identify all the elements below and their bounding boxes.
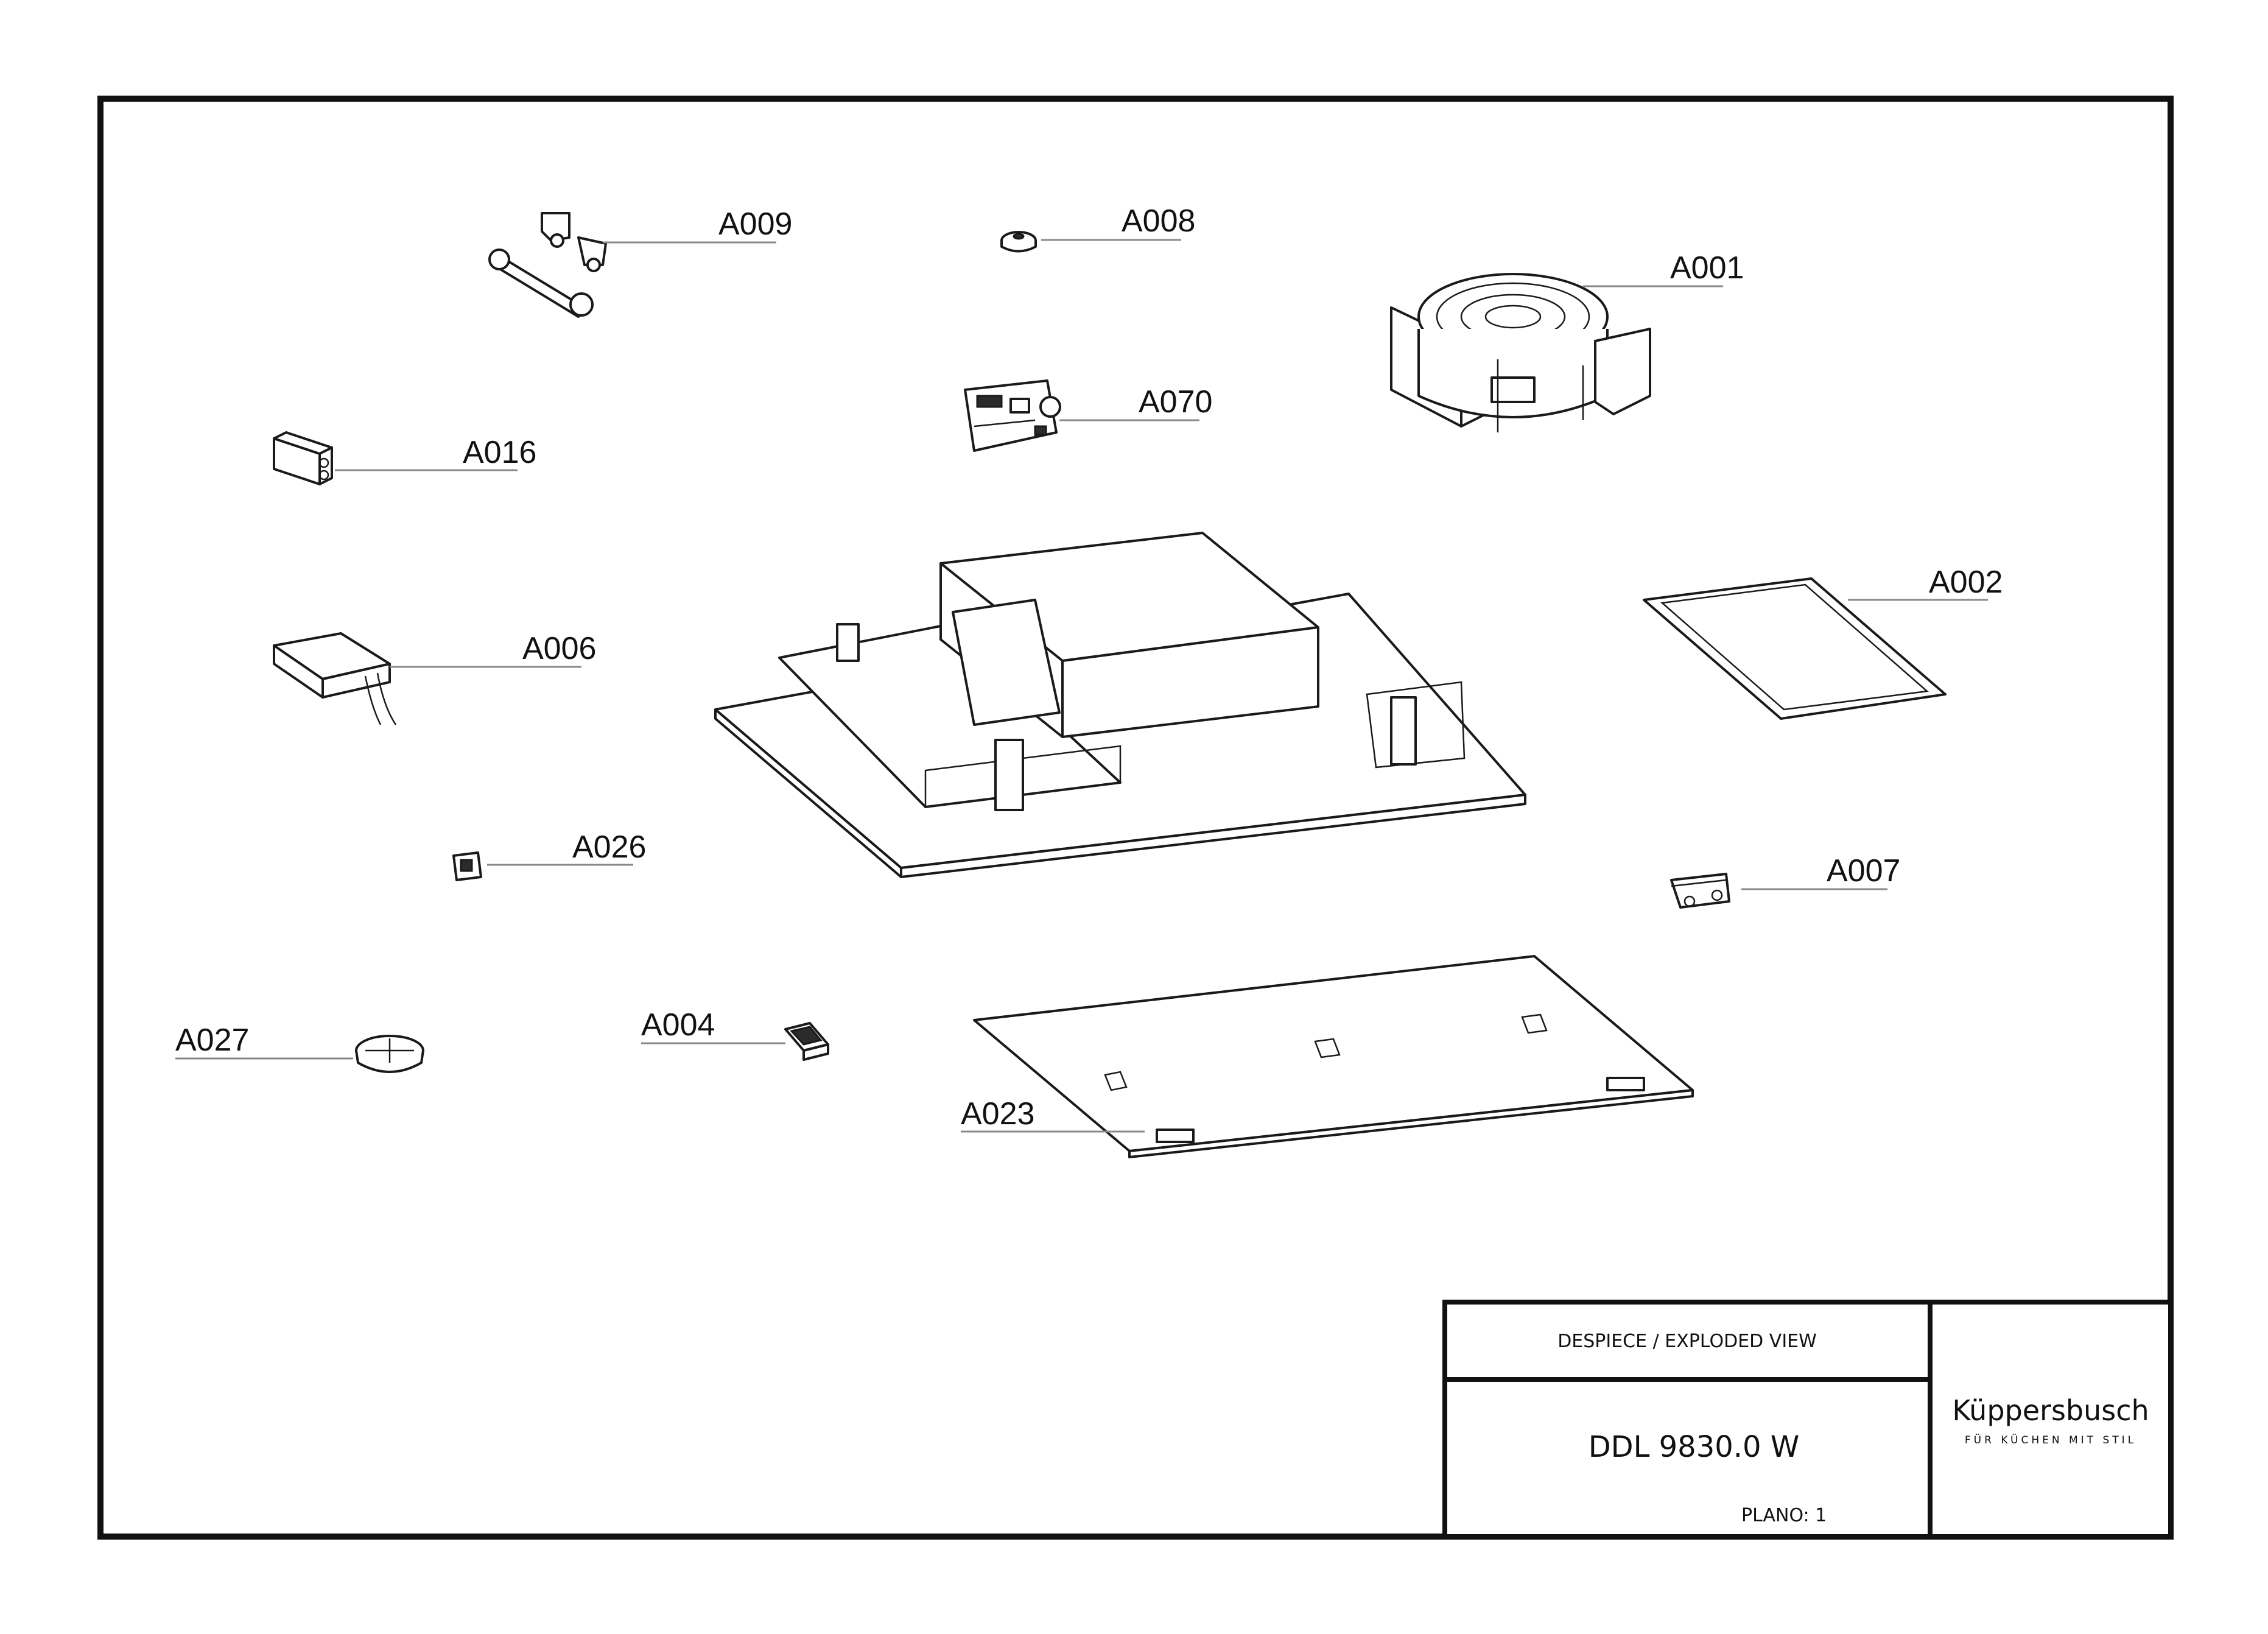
callout-a027: A027: [175, 1023, 353, 1060]
part-code-label: A001: [1670, 250, 1744, 286]
drawing-frame: [97, 96, 2174, 1540]
part-code-label: A002: [1929, 565, 2003, 600]
callout-a001: A001: [1583, 250, 1744, 287]
brand-tagline: FÜR KÜCHEN MIT STIL: [1965, 1433, 2136, 1446]
callout-a026: A026: [487, 829, 646, 866]
callout-a008: A008: [1041, 203, 1195, 241]
title-block: DESPIECE / EXPLODED VIEW DDL 9830.0 W PL…: [1442, 1300, 2173, 1539]
callout-a009: A009: [603, 206, 792, 244]
part-code-label: A006: [522, 631, 596, 666]
part-a007-hinge[interactable]: [1670, 873, 1730, 909]
model-number: DDL 9830.0 W: [1589, 1430, 1800, 1464]
callout-a023: A023: [961, 1096, 1145, 1133]
part-code-label: A070: [1139, 384, 1212, 420]
part-code-label: A026: [572, 829, 646, 865]
main-hood-body: [714, 532, 1526, 878]
callout-a004: A004: [641, 1007, 785, 1044]
part-a008-cap[interactable]: [1000, 231, 1037, 253]
view-title: DESPIECE / EXPLODED VIEW: [1557, 1331, 1817, 1352]
part-a026-switch[interactable]: [452, 851, 482, 881]
callout-a016: A016: [335, 435, 536, 471]
part-code-label: A027: [175, 1023, 249, 1058]
part-a009-hinge-rod[interactable]: [488, 212, 607, 318]
sheet-number: PLANO: 1: [1741, 1505, 1827, 1526]
part-code-label: A008: [1122, 203, 1195, 239]
part-a006-transformer-box[interactable]: [273, 632, 397, 725]
callout-a007: A007: [1741, 853, 1900, 890]
part-code-label: A004: [641, 1007, 715, 1043]
part-a027-remote-button[interactable]: [355, 1035, 424, 1073]
part-code-label: A009: [718, 206, 792, 242]
part-a004-connector[interactable]: [784, 1022, 829, 1061]
part-a023-cover-panel[interactable]: [973, 955, 1694, 1158]
part-a001-blower-motor[interactable]: [1390, 273, 1651, 432]
callout-a002: A002: [1848, 565, 2003, 601]
part-a070-control-board[interactable]: [964, 379, 1061, 452]
part-code-label: A023: [961, 1096, 1034, 1132]
callout-a070: A070: [1059, 384, 1212, 421]
part-a016-box[interactable]: [273, 431, 333, 485]
kuppersbusch-logo: Küppersbusch FÜR KÜCHEN MIT STIL: [1952, 1394, 2149, 1446]
part-code-label: A016: [463, 435, 536, 470]
callout-a006: A006: [390, 631, 596, 668]
part-code-label: A007: [1827, 853, 1900, 889]
brand-name: Küppersbusch: [1952, 1394, 2149, 1427]
part-a002-filter-frame[interactable]: [1643, 577, 1947, 720]
